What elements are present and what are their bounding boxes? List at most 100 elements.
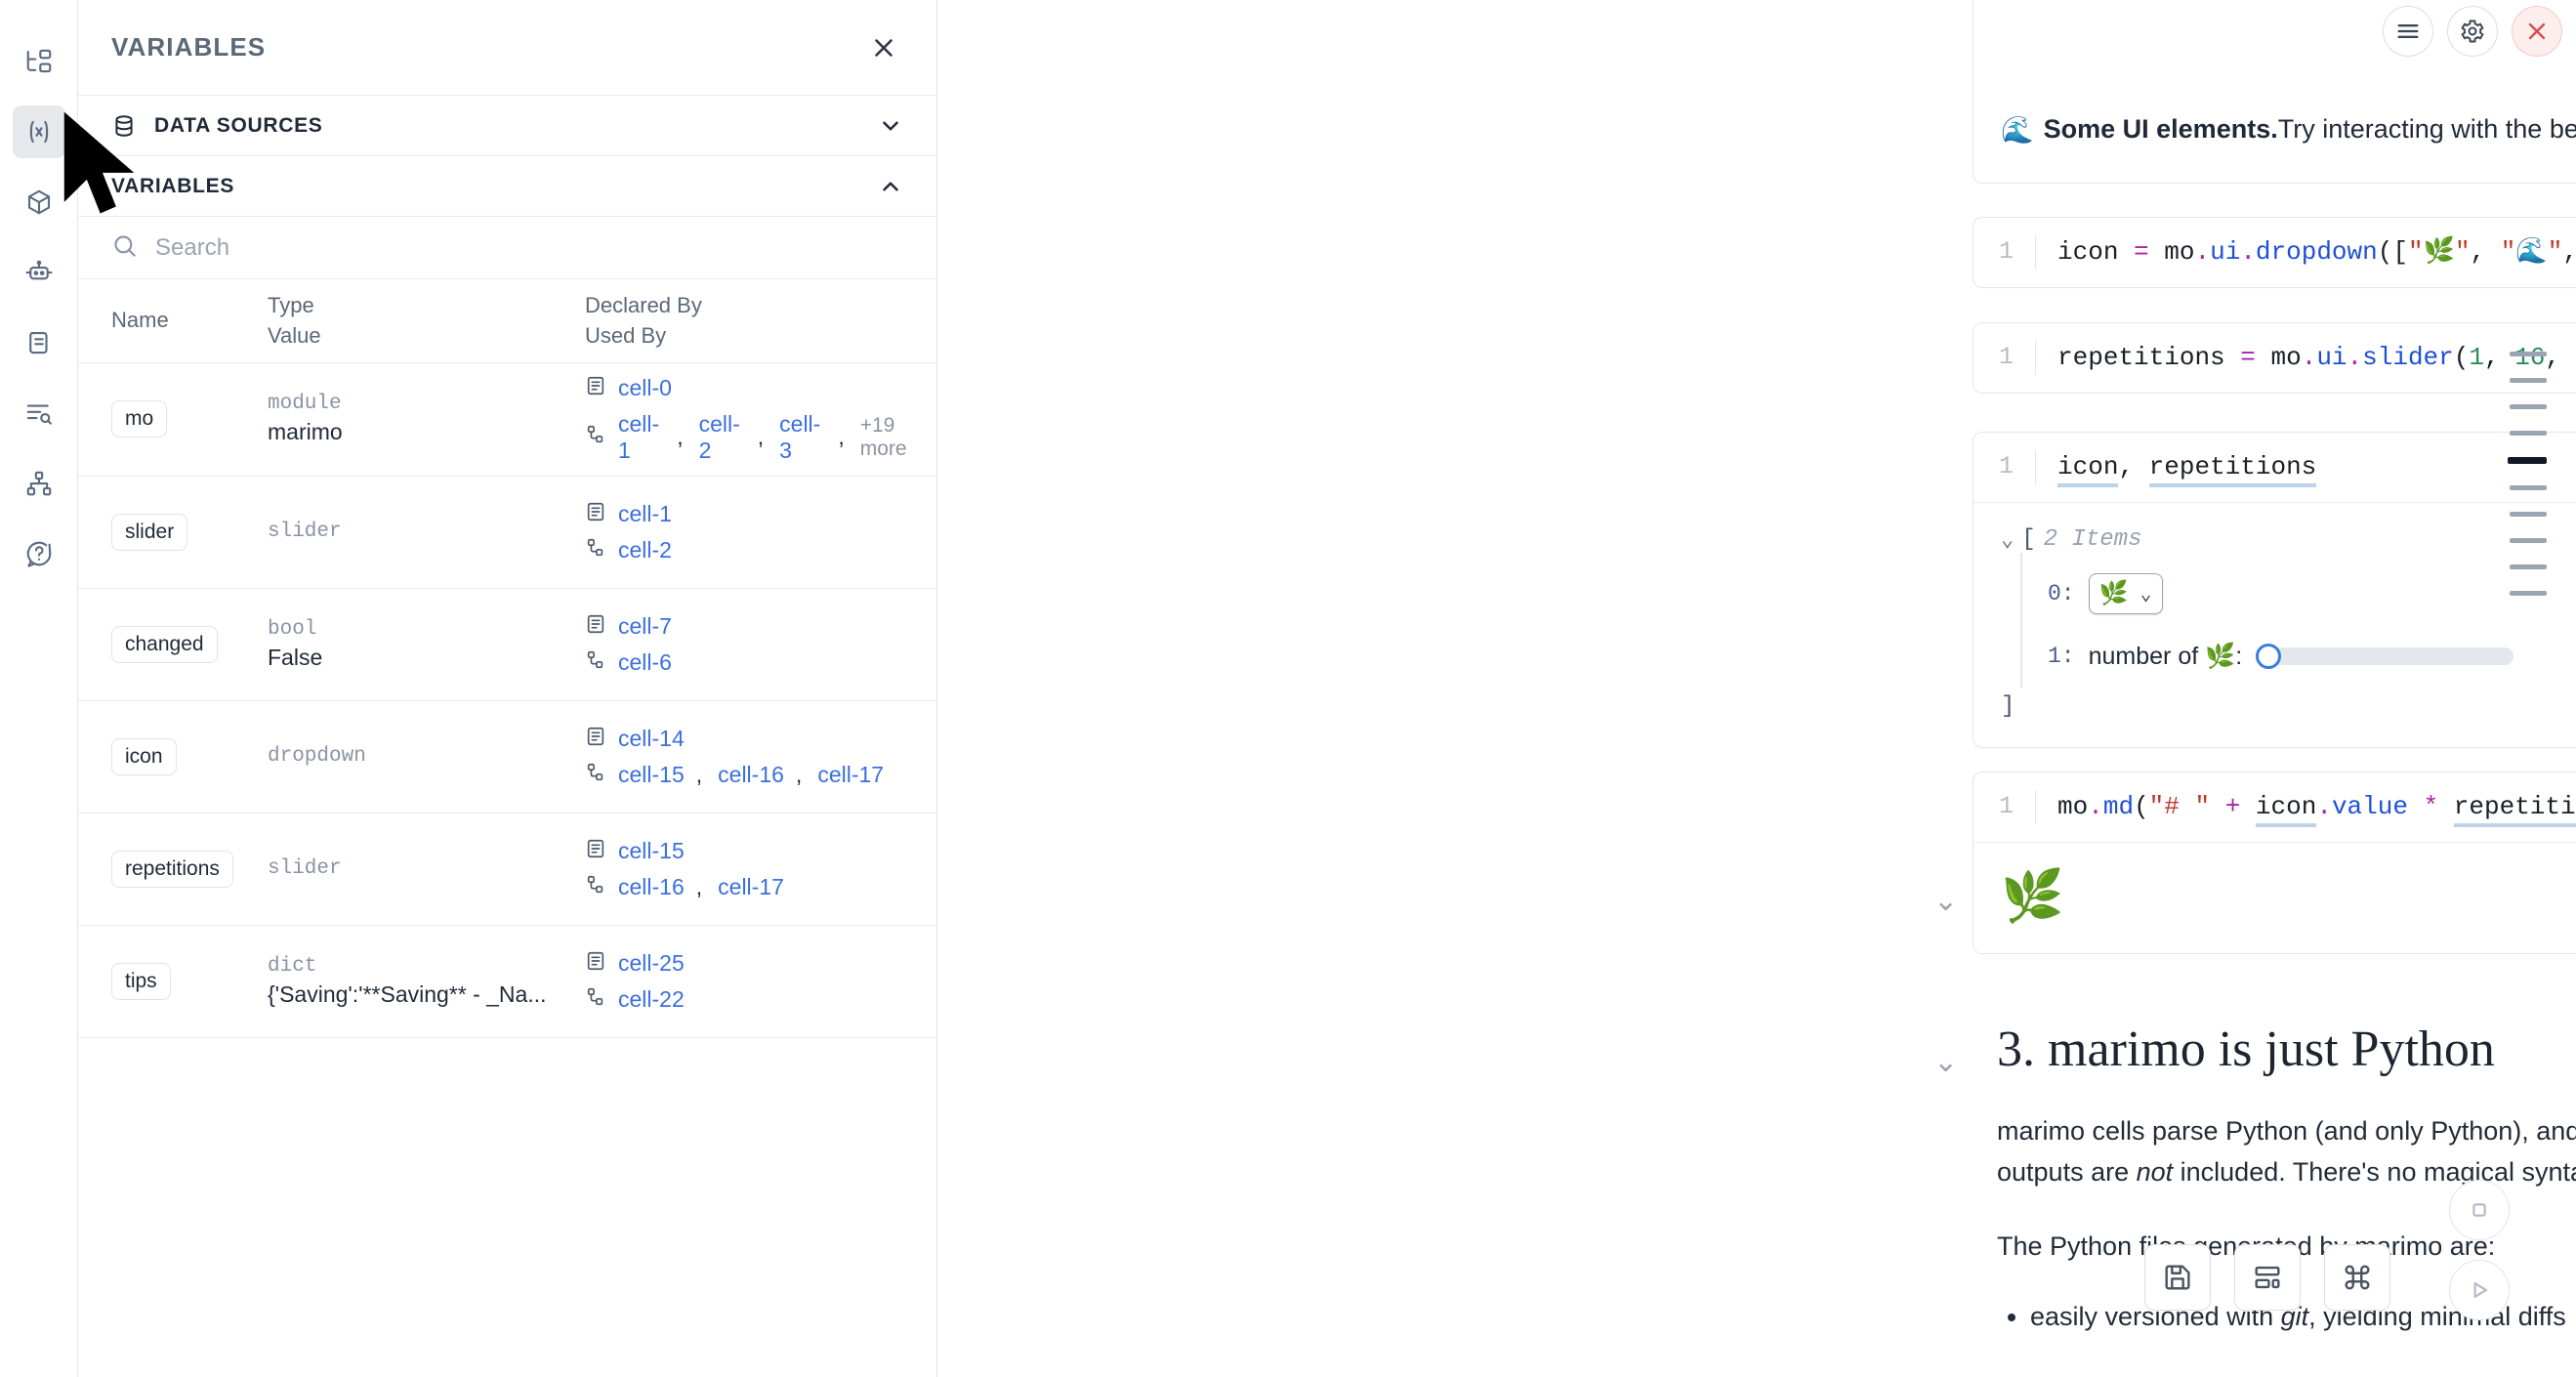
variable-name-chip[interactable]: changed — [111, 625, 218, 663]
cell-link[interactable]: cell-16 — [718, 761, 784, 787]
section-variables[interactable]: VARIABLES — [78, 156, 936, 217]
variable-name-chip[interactable]: slider — [111, 513, 188, 551]
chevron-down-icon[interactable]: ⌄ — [1933, 1046, 1959, 1078]
cell-link[interactable]: cell-15 — [618, 837, 685, 863]
code-cell-slider[interactable]: 1 repetitions = mo.ui.slider(1, 16, labe… — [1973, 322, 2576, 395]
variable-type: slider — [268, 521, 342, 544]
cell-link[interactable]: cell-25 — [618, 949, 685, 976]
list-item-index: 0: — [2048, 581, 2075, 607]
table-header-row: Name Type Value Declared By Used By — [78, 279, 936, 363]
minimap-bar[interactable] — [2510, 431, 2547, 436]
cell-link[interactable]: cell-3 — [779, 410, 821, 463]
minimap-bar[interactable] — [2510, 352, 2547, 356]
variables-icon[interactable] — [12, 105, 65, 158]
notebook-area: 1 """🌊 Some UI elements.""" Try interact… — [937, 0, 2576, 1377]
dependency-graph-icon[interactable] — [13, 457, 65, 510]
chat-bot-icon[interactable] — [13, 246, 65, 299]
separator: , — [757, 424, 765, 450]
cell-link[interactable]: cell-14 — [618, 725, 685, 751]
column-header-type: Type — [268, 293, 314, 317]
dropdown-select[interactable]: 🌿 ⌄ — [2088, 573, 2163, 615]
cell-link[interactable]: cell-7 — [618, 612, 672, 639]
chevron-down-icon[interactable]: ⌄ — [2001, 527, 2015, 553]
outline-search-icon[interactable] — [13, 387, 65, 439]
layout-icon[interactable] — [2234, 1244, 2301, 1311]
cell-link[interactable]: cell-6 — [618, 648, 672, 675]
separator: , — [695, 761, 703, 787]
minimap-bar[interactable] — [2510, 538, 2547, 543]
cell-link[interactable]: cell-1 — [618, 500, 672, 526]
variable-type: dropdown — [268, 745, 366, 769]
section-data-sources[interactable]: DATA SOURCES — [78, 96, 936, 156]
search-input[interactable] — [155, 233, 903, 262]
cell-link[interactable]: cell-17 — [817, 761, 885, 787]
minimap-bar[interactable] — [2510, 591, 2547, 596]
variable-type-value-cell: slider — [268, 857, 585, 880]
more-cells-label[interactable]: +19 more — [859, 413, 907, 460]
close-icon[interactable] — [2512, 6, 2562, 57]
command-palette-icon[interactable] — [2324, 1244, 2390, 1311]
variable-name-chip[interactable]: repetitions — [111, 850, 233, 888]
hamburger-menu-icon[interactable] — [2383, 6, 2433, 57]
cell-link[interactable]: cell-16 — [618, 873, 685, 899]
chevron-up-icon[interactable] — [878, 174, 903, 199]
minimap-bar[interactable] — [2510, 564, 2547, 569]
run-icon[interactable] — [2449, 1260, 2510, 1320]
chevron-down-icon[interactable]: ⌄ — [1933, 885, 1959, 917]
help-icon[interactable] — [13, 527, 65, 580]
minimap-bar[interactable] — [2510, 404, 2547, 409]
stop-icon[interactable] — [2449, 1180, 2510, 1240]
documentation-scroll-icon[interactable] — [13, 316, 65, 369]
cell-link[interactable]: cell-15 — [618, 761, 685, 787]
variable-type-value-cell: dropdown — [268, 745, 585, 768]
slider-control[interactable] — [2256, 644, 2514, 670]
close-icon[interactable] — [864, 28, 903, 67]
minimap-bar[interactable] — [2510, 512, 2547, 517]
minimap-bar[interactable] — [2508, 457, 2547, 464]
minimap-bar[interactable] — [2510, 378, 2547, 383]
code-gutter-bar — [2035, 341, 2037, 376]
line-number: 1 — [1999, 452, 2015, 480]
variable-name-chip[interactable]: icon — [111, 737, 177, 775]
code-cell-display-widgets[interactable]: 1 icon, repetitions ⌄ [ 2 Items 0: — [1973, 432, 2576, 749]
variable-name-chip[interactable]: mo — [111, 400, 168, 438]
cell-link[interactable]: cell-2 — [698, 410, 740, 463]
declared-by-icon — [585, 613, 606, 640]
minimap-bar[interactable] — [2510, 485, 2547, 490]
packages-cube-icon[interactable] — [13, 176, 65, 229]
line-number: 1 — [1999, 237, 2015, 266]
save-icon[interactable] — [2144, 1244, 2211, 1311]
code-cell-md-output[interactable]: 1 mo.md("# " + icon.value * repetitions.… — [1973, 772, 2576, 955]
list-item: easily versioned with git, yielding mini… — [2030, 1297, 2576, 1338]
slider-thumb[interactable] — [2256, 644, 2282, 670]
cell-link[interactable]: cell-22 — [618, 985, 685, 1012]
cell-reference-line: cell-14 — [585, 726, 936, 752]
gear-icon[interactable] — [2447, 6, 2498, 57]
code-gutter-bar — [2035, 450, 2037, 485]
chevron-down-icon[interactable] — [878, 113, 903, 139]
table-row[interactable]: slider slider cell-1 cell-2 — [78, 477, 936, 589]
code-text: repetitions = mo.ui.slider(1, 16, label=… — [2057, 343, 2576, 372]
code-cell-dropdown[interactable]: 1 icon = mo.ui.dropdown(["🌿", "🌊", "✨"],… — [1973, 217, 2576, 289]
cell-link[interactable]: cell-2 — [618, 536, 672, 563]
used-by-icon — [585, 649, 606, 676]
variable-value: {'Saving':'**Saving** - _Na... — [268, 981, 547, 1007]
slider-track[interactable] — [2271, 647, 2514, 666]
variable-name-chip[interactable]: tips — [111, 962, 171, 1000]
variable-type-value-cell: slider — [268, 521, 585, 543]
database-icon — [111, 113, 137, 139]
minimap-scrollbar[interactable] — [2508, 352, 2547, 596]
markdown-bold-text: Some UI elements. — [2043, 114, 2278, 144]
cell-link[interactable]: cell-0 — [618, 374, 672, 400]
file-tree-icon[interactable] — [13, 35, 65, 88]
list-output-header[interactable]: ⌄ [ 2 Items — [2001, 526, 2576, 553]
chevron-down-icon: ⌄ — [2140, 584, 2152, 607]
used-by-icon — [585, 537, 606, 563]
cell-link[interactable]: cell-17 — [718, 873, 784, 899]
cell-link[interactable]: cell-1 — [618, 410, 660, 463]
